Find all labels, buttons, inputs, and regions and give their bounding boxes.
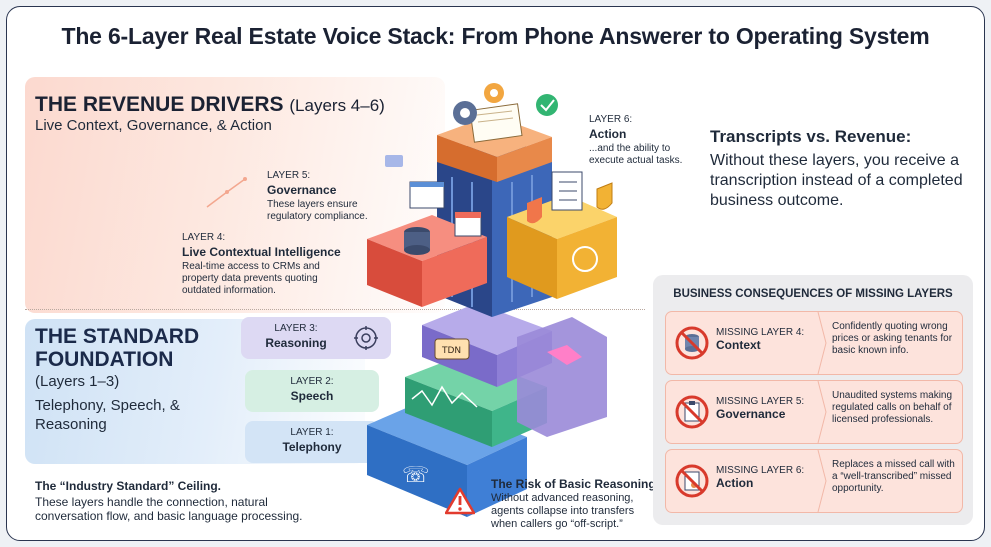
layer3-label-box: LAYER 3: Reasoning — [241, 317, 391, 359]
consequence-description-layer6: Replaces a missed call with a “well-tran… — [832, 459, 955, 494]
layer4-number: LAYER 4: — [182, 232, 226, 243]
layer6-note: LAYER 6: Action ...and the ability to ex… — [589, 114, 699, 167]
foundation-description: Telephony, Speech, & Reasoning — [35, 397, 180, 433]
checklist-icon — [551, 171, 583, 211]
layer4-note: LAYER 4: Live Contextual Intelligence Re… — [182, 232, 357, 297]
section-divider — [25, 309, 645, 310]
foundation-heading-line1: THE STANDARD — [35, 325, 200, 348]
ceiling-description: These layers handle the connection, natu… — [35, 495, 303, 523]
consequence-row-layer5: MISSING LAYER 5: Governance Unaudited sy… — [665, 380, 963, 444]
layer6-description: ...and the ability to execute actual tas… — [589, 143, 683, 166]
layer4-title: Live Contextual Intelligence — [182, 245, 341, 259]
consequence-row-layer4: MISSING LAYER 4: Context Confidently quo… — [665, 311, 963, 375]
consequence-label-layer5: MISSING LAYER 5: Governance — [716, 396, 806, 422]
layer5-description: These layers ensure regulatory complianc… — [267, 199, 368, 222]
gear-icon — [453, 83, 504, 125]
revenue-heading-text: THE REVENUE DRIVERS — [35, 93, 284, 116]
layer6-title: Action — [589, 127, 627, 141]
consequence-description-layer4: Confidently quoting wrong prices or aski… — [832, 321, 953, 356]
transcripts-title: Transcripts vs. Revenue: — [710, 127, 912, 146]
layer3-title: Reasoning — [265, 336, 327, 350]
browser-window-icon — [409, 181, 445, 209]
foundation-layers-range: (Layers 1–3) — [35, 373, 120, 390]
chat-bubble-icon — [385, 155, 403, 167]
layer5-block — [507, 195, 617, 299]
consequence-label-text: MISSING LAYER 6: — [716, 465, 805, 476]
layer2-title: Speech — [290, 389, 334, 403]
ceiling-title: The “Industry Standard” Ceiling. — [35, 479, 222, 493]
chevron-right-icon — [817, 312, 827, 374]
consequence-layer-name: Action — [716, 476, 754, 490]
layer3-block: TDN — [422, 303, 607, 437]
layer2-number: LAYER 2: — [290, 376, 334, 387]
consequence-label-text: MISSING LAYER 5: — [716, 396, 805, 407]
trend-line-icon — [206, 177, 247, 208]
document-prohibited-icon — [675, 464, 709, 498]
calendar-icon — [454, 211, 482, 237]
chevron-right-icon — [817, 450, 827, 512]
layer5-number: LAYER 5: — [267, 170, 311, 181]
consequence-layer-name: Context — [716, 338, 761, 352]
layer6-block — [437, 103, 552, 182]
risk-title: The Risk of Basic Reasoning: — [491, 477, 660, 491]
transcripts-description: Without these layers, you receive a tran… — [710, 152, 963, 209]
shield-icon — [596, 182, 613, 210]
stack-badge-text: TDN — [441, 346, 461, 356]
layer1-number: LAYER 1: — [290, 427, 334, 438]
layer5-note: LAYER 5: Governance These layers ensure … — [267, 170, 387, 223]
revenue-drivers-subtitle: Live Context, Governance, & Action — [35, 117, 272, 134]
foundation-heading: THE STANDARD FOUNDATION — [35, 325, 199, 371]
consequence-label-layer4: MISSING LAYER 4: Context — [716, 327, 806, 353]
consequences-panel: BUSINESS CONSEQUENCES OF MISSING LAYERS … — [653, 275, 973, 525]
brain-gear-icon — [354, 326, 378, 350]
risk-description: Without advanced reasoning, agents colla… — [491, 492, 635, 530]
chevron-right-icon — [817, 381, 827, 443]
layer2-label-box: LAYER 2: Speech — [245, 370, 379, 412]
revenue-layers-range: (Layers 4–6) — [289, 96, 385, 115]
database-prohibited-icon — [675, 326, 709, 360]
consequences-title: BUSINESS CONSEQUENCES OF MISSING LAYERS — [673, 288, 953, 300]
consequence-label-text: MISSING LAYER 4: — [716, 327, 805, 338]
layer1-block: ☏ — [367, 399, 527, 517]
warning-icon — [445, 487, 475, 515]
layer5-title: Governance — [267, 183, 337, 197]
page-title: The 6-Layer Real Estate Voice Stack: Fro… — [61, 23, 930, 49]
clipboard-prohibited-icon — [675, 395, 709, 429]
voice-stack-illustration: ☏ TDN — [367, 83, 617, 517]
consequence-row-layer6: MISSING LAYER 6: Action Replaces a misse… — [665, 449, 963, 513]
layer4-description: Real-time access to CRMs and property da… — [182, 261, 320, 296]
layer1-title: Telephony — [282, 440, 342, 454]
foundation-heading-line2: FOUNDATION — [35, 348, 174, 371]
checkmark-badge-icon — [536, 94, 558, 116]
layer1-label-box: LAYER 1: Telephony — [245, 421, 379, 463]
svg-text:☏: ☏ — [402, 463, 430, 488]
layer3-number: LAYER 3: — [274, 323, 318, 334]
layer6-number: LAYER 6: — [589, 114, 633, 125]
revenue-drivers-heading: THE REVENUE DRIVERS (Layers 4–6) — [35, 93, 385, 117]
infographic-frame: The 6-Layer Real Estate Voice Stack: Fro… — [6, 6, 985, 541]
consequence-layer-name: Governance — [716, 407, 786, 421]
consequence-label-layer6: MISSING LAYER 6: Action — [716, 465, 806, 491]
consequence-description-layer5: Unaudited systems making regulated calls… — [832, 390, 953, 425]
